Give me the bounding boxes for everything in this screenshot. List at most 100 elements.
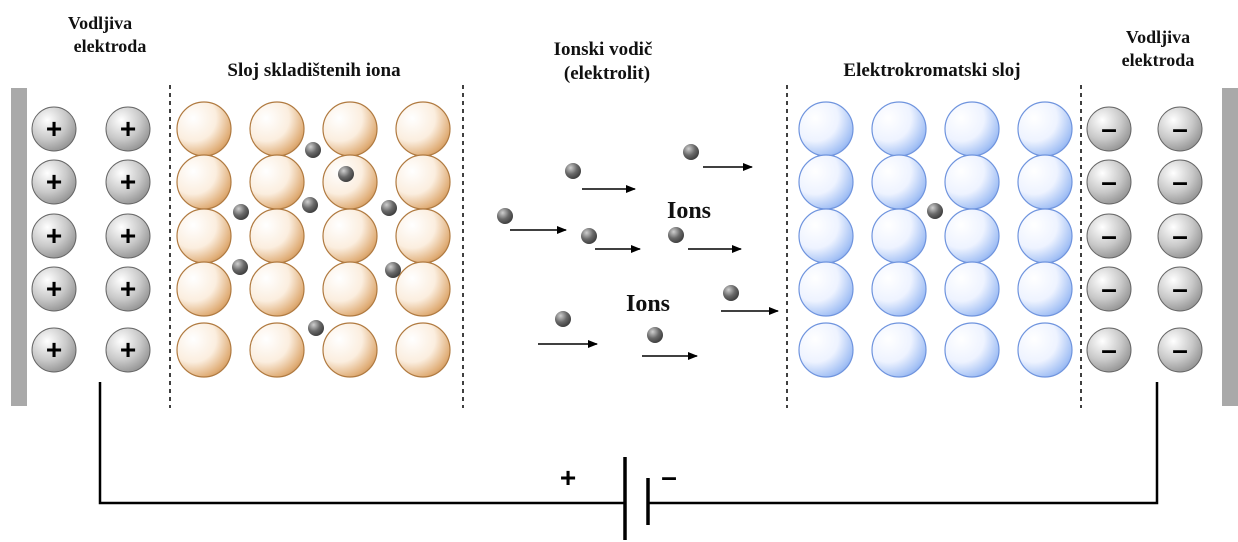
- electrochromic-ball: [1017, 261, 1073, 317]
- positive-charge-ball: +: [31, 106, 77, 152]
- left-electrode-label-line1: Vodljiva: [68, 13, 132, 33]
- negative-charge-ball: –: [1157, 327, 1203, 373]
- ion-arrows: [510, 163, 779, 360]
- circuit-wire-right: [648, 382, 1159, 505]
- electrochromic-ball: [871, 154, 927, 210]
- storage-ion-ball: [176, 208, 232, 264]
- ion: [302, 197, 318, 213]
- ion: [233, 204, 249, 220]
- left-electrode-plate: [11, 88, 27, 406]
- negative-charge-ball: –: [1157, 159, 1203, 205]
- left-electrode-charges: + + + + + + + + + +: [31, 106, 151, 373]
- negative-charge-sign: –: [1101, 273, 1117, 304]
- positive-charge-ball: +: [105, 213, 151, 259]
- storage-ion-ball: [322, 101, 378, 157]
- storage-ion-ball: [395, 322, 451, 378]
- negative-charge-sign: –: [1172, 273, 1188, 304]
- ion: [555, 311, 571, 327]
- electrochromic-ball: [944, 154, 1000, 210]
- positive-charge-ball: +: [105, 159, 151, 205]
- ion: [683, 144, 699, 160]
- negative-charge-ball: –: [1157, 106, 1203, 152]
- negative-charge-ball: –: [1086, 106, 1132, 152]
- negative-charge-ball: –: [1157, 213, 1203, 259]
- positive-charge-sign: +: [120, 220, 136, 251]
- negative-charge-sign: –: [1101, 166, 1117, 197]
- positive-charge-sign: +: [120, 273, 136, 304]
- positive-charge-sign: +: [46, 113, 62, 144]
- negative-charge-sign: –: [1172, 166, 1188, 197]
- negative-charge-ball: –: [1086, 327, 1132, 373]
- right-electrode-label-line1: Vodljiva: [1126, 27, 1190, 47]
- electrochromic-ball: [798, 322, 854, 378]
- electrochromic-ball: [944, 101, 1000, 157]
- conductor-label-line2: (elektrolit): [564, 63, 650, 84]
- electrochromic-ball: [1017, 322, 1073, 378]
- storage-ion-ball: [322, 208, 378, 264]
- storage-ion-ball: [249, 208, 305, 264]
- positive-charge-sign: +: [120, 334, 136, 365]
- positive-charge-ball: +: [31, 327, 77, 373]
- circuit-wire-left: [98, 382, 625, 505]
- ions-group: [232, 142, 943, 343]
- positive-charge-sign: +: [46, 166, 62, 197]
- positive-charge-sign: +: [46, 334, 62, 365]
- ion: [385, 262, 401, 278]
- storage-ion-ball: [176, 154, 232, 210]
- ion: [381, 200, 397, 216]
- ion-storage-layer: [176, 101, 451, 378]
- ion: [338, 166, 354, 182]
- ion: [308, 320, 324, 336]
- storage-ion-ball: [176, 261, 232, 317]
- electrochromic-ball: [871, 101, 927, 157]
- storage-ion-ball: [249, 322, 305, 378]
- electrochromic-ball: [871, 208, 927, 264]
- storage-ion-ball: [395, 154, 451, 210]
- storage-ion-ball: [249, 261, 305, 317]
- positive-charge-sign: +: [46, 273, 62, 304]
- storage-ion-ball: [176, 101, 232, 157]
- positive-charge-ball: +: [105, 106, 151, 152]
- negative-charge-ball: –: [1086, 266, 1132, 312]
- negative-charge-ball: –: [1157, 266, 1203, 312]
- left-electrode-label-line2: elektroda: [74, 36, 147, 56]
- ion: [723, 285, 739, 301]
- electrochromic-ball: [798, 208, 854, 264]
- storage-ion-ball: [322, 154, 378, 210]
- ion-storage-label: Sloj skladištenih iona: [227, 60, 401, 81]
- negative-charge-sign: –: [1101, 334, 1117, 365]
- ion: [232, 259, 248, 275]
- ion: [647, 327, 663, 343]
- negative-charge-sign: –: [1101, 220, 1117, 251]
- storage-ion-ball: [322, 322, 378, 378]
- battery-minus-sign: –: [661, 461, 677, 492]
- negative-charge-ball: –: [1086, 213, 1132, 259]
- ion: [581, 228, 597, 244]
- right-electrode-charges: – – – – – – – – – –: [1086, 106, 1203, 373]
- positive-charge-ball: +: [105, 266, 151, 312]
- storage-ion-ball: [395, 208, 451, 264]
- electrochromic-ball: [798, 154, 854, 210]
- battery-plus-sign: +: [560, 462, 576, 493]
- electrochromic-label: Elektrokromatski sloj: [843, 60, 1020, 81]
- negative-charge-sign: –: [1172, 113, 1188, 144]
- negative-charge-sign: –: [1172, 220, 1188, 251]
- ion: [927, 203, 943, 219]
- storage-ion-ball: [249, 101, 305, 157]
- storage-ion-ball: [395, 101, 451, 157]
- positive-charge-sign: +: [46, 220, 62, 251]
- storage-ion-ball: [176, 322, 232, 378]
- positive-charge-sign: +: [120, 166, 136, 197]
- positive-charge-ball: +: [31, 159, 77, 205]
- electrochromic-ball: [1017, 154, 1073, 210]
- ions-label-lower: Ions: [626, 291, 670, 317]
- storage-ion-ball: [395, 261, 451, 317]
- electrochromic-ball: [798, 261, 854, 317]
- ion: [305, 142, 321, 158]
- electrochromic-ball: [944, 208, 1000, 264]
- electrochromic-ball: [871, 322, 927, 378]
- ions-label-upper: Ions: [667, 198, 711, 224]
- positive-charge-ball: +: [31, 213, 77, 259]
- electrochromic-ball: [1017, 208, 1073, 264]
